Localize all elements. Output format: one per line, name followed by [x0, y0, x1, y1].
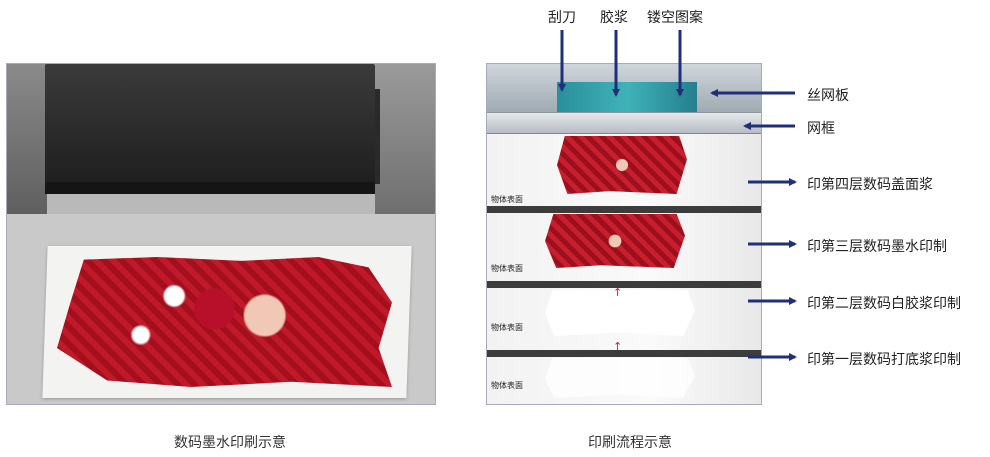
right-caption: 印刷流程示意	[588, 435, 672, 451]
layer3-label: 印第三层数码墨水印制	[807, 239, 947, 255]
printed-artwork	[57, 257, 392, 387]
layer2-label: 印第二层数码白胶浆印制	[807, 296, 961, 312]
screen-plate-label: 丝网板	[807, 88, 849, 104]
paste-stencil	[557, 82, 697, 112]
layer-3-edge	[487, 281, 761, 288]
printhead-lip	[45, 182, 375, 194]
object-surface-label: 物体表面	[491, 323, 523, 332]
object-surface-label: 物体表面	[491, 264, 523, 273]
machine-left-housing	[7, 64, 47, 214]
printhead-carriage	[45, 64, 375, 189]
stencil-label: 镂空图案	[647, 10, 703, 26]
layer-4-edge	[487, 206, 761, 213]
up-arrow-icon: ↑	[613, 340, 623, 353]
object-surface-label: 物体表面	[491, 195, 523, 204]
left-caption: 数码墨水印刷示意	[174, 435, 286, 451]
layer-2-white-paste	[545, 290, 695, 336]
screen-printing-process-photo: 物体表面 物体表面 ↑ 物体表面 ↑ 物体表面	[486, 63, 762, 405]
screen-frame	[487, 112, 761, 134]
layer4-label: 印第四层数码盖面浆	[807, 177, 933, 193]
paste-label: 胶浆	[600, 10, 628, 26]
layer-3-print	[545, 214, 685, 268]
up-arrow-icon: ↑	[613, 286, 623, 299]
layer1-label: 印第一层数码打底浆印制	[807, 352, 961, 368]
object-surface-label: 物体表面	[491, 381, 523, 390]
digital-printing-photo	[6, 63, 436, 405]
layer-1-base-paste	[545, 358, 695, 398]
layer-2-edge	[487, 350, 761, 357]
squeegee-label: 刮刀	[548, 10, 576, 26]
machine-right-housing	[375, 64, 435, 214]
frame-label: 网框	[807, 121, 835, 137]
layer-4-print	[557, 136, 687, 194]
